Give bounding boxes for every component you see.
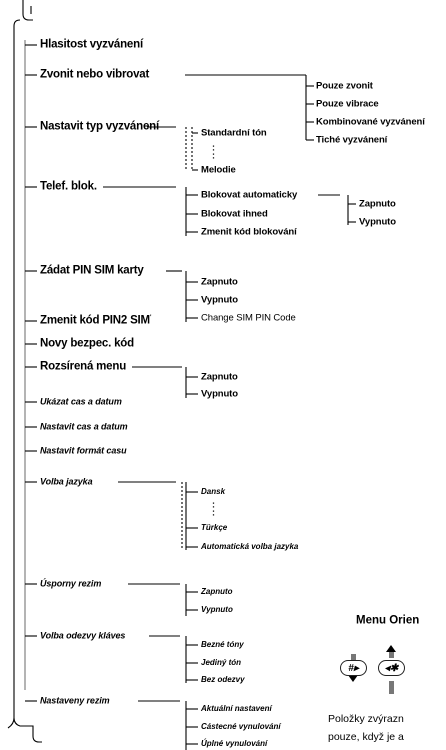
star-key-icon: ◂✱: [378, 660, 405, 676]
menu-item-volume: Hlasitost vyzvánení: [40, 38, 143, 51]
menu-item-key-response: Volba odezvy kláves: [40, 630, 126, 641]
submenu-item: Blokovat automaticky: [201, 189, 298, 201]
submenu-item: Vypnuto: [201, 605, 233, 614]
menu-item-extended-menu: Rozsírená menu: [40, 360, 127, 373]
submenu-item: Vypnuto: [201, 388, 238, 400]
menu-item-time-format: Nastavit formát casu: [40, 445, 127, 456]
ellipsis-dots: :: [212, 142, 215, 153]
side-panel-footer-line: Položky zvýrazn: [328, 712, 404, 725]
menu-item-ring-type: Nastavit typ vyzvánení: [40, 120, 159, 133]
side-panel-footer-line: pouze, když je a: [328, 730, 404, 743]
submenu-item: Standardní tón: [201, 127, 267, 139]
ellipsis-dots: :: [212, 150, 215, 161]
submenu-item: Bez odezvy: [201, 675, 245, 684]
menu-item-new-code: Novy bezpec. kód: [40, 337, 134, 350]
submenu-item: Úplné vynulování: [201, 739, 268, 748]
submenu-item: Dansk: [201, 487, 226, 496]
menu-item-show-datetime: Ukázat cas a datum: [40, 396, 122, 407]
submenu-item: Vypnuto: [359, 216, 396, 228]
submenu-item: Jediný tón: [201, 658, 242, 667]
submenu-item: Cástecné vynulování: [201, 722, 281, 731]
submenu-item: Zapnuto: [201, 587, 233, 596]
submenu-item: Kombinované vyzvánení: [316, 116, 425, 128]
menu-item-enter-pin: Zádat PIN SIM karty: [40, 264, 144, 277]
submenu-item: Zmenit kód blokování: [201, 226, 297, 238]
submenu-item: Türkçe: [201, 523, 228, 532]
menu-item-change-pin2: Zmenit kód PIN2 SIM': [40, 314, 152, 327]
submenu-item: Bezné tóny: [201, 640, 244, 649]
ellipsis-dots: :: [212, 507, 215, 518]
main-bracket: [7, 19, 21, 729]
submenu-item: Pouze zvonit: [316, 80, 373, 92]
submenu-item: Zapnuto: [201, 371, 238, 383]
submenu-item: Pouze vibrace: [316, 98, 379, 110]
submenu-item: Blokovat ihned: [201, 208, 268, 220]
ellipsis-dots: :: [212, 499, 215, 510]
menu-item-language: Volba jazyka: [40, 476, 93, 487]
submenu-item: Change SIM PIN Code: [201, 312, 296, 324]
menu-item-power-save: Úsporny rezim: [40, 578, 102, 589]
submenu-item: Aktuální nastavení: [201, 704, 272, 713]
arrow-up-icon: [386, 645, 396, 652]
submenu-item: Zapnuto: [359, 198, 396, 210]
submenu-item: Tiché vyzvánení: [316, 134, 388, 146]
side-panel-heading: Menu Orien: [356, 614, 420, 627]
submenu-item: Melodie: [201, 164, 236, 176]
menu-item-ring-vibrate: Zvonit nebo vibrovat: [40, 68, 150, 81]
submenu-item: Vypnuto: [201, 294, 238, 306]
submenu-item: Automatická volba jazyka: [201, 542, 299, 551]
arrow-down-icon: [348, 675, 358, 682]
menu-item-set-datetime: Nastavit cas a datum: [40, 421, 128, 432]
menu-item-phone-lock: Telef. blok.: [40, 180, 97, 193]
menu-item-setting-mode: Nastaveny rezim: [40, 695, 110, 706]
hash-key-icon: #▸: [340, 660, 367, 676]
submenu-item: Zapnuto: [201, 276, 238, 288]
